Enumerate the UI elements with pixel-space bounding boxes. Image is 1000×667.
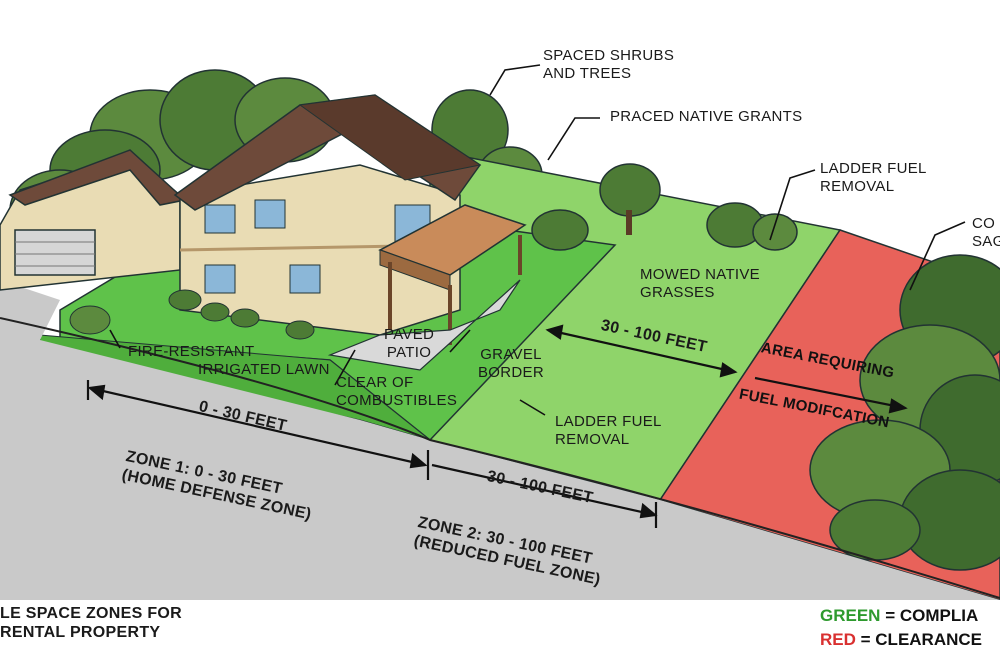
legend-green-rest: = COMPLIA — [880, 606, 979, 625]
foundation-shrubs — [69, 289, 315, 340]
right-forest — [809, 254, 1000, 571]
leader-lines — [109, 64, 966, 416]
legend-green: GREEN = COMPLIA — [820, 606, 978, 626]
legend-red: RED = CLEARANCE — [820, 630, 982, 650]
legend-red-word: RED — [820, 630, 856, 649]
midfield-shrubs — [357, 163, 798, 259]
house — [173, 94, 527, 371]
label-praced-native: PRACED NATIVE GRANTS — [610, 108, 803, 125]
legend-green-word: GREEN — [820, 606, 881, 625]
dimension-arrows — [86, 324, 908, 528]
legend-red-rest: = CLEARANCE — [855, 630, 983, 649]
road — [0, 280, 1000, 600]
